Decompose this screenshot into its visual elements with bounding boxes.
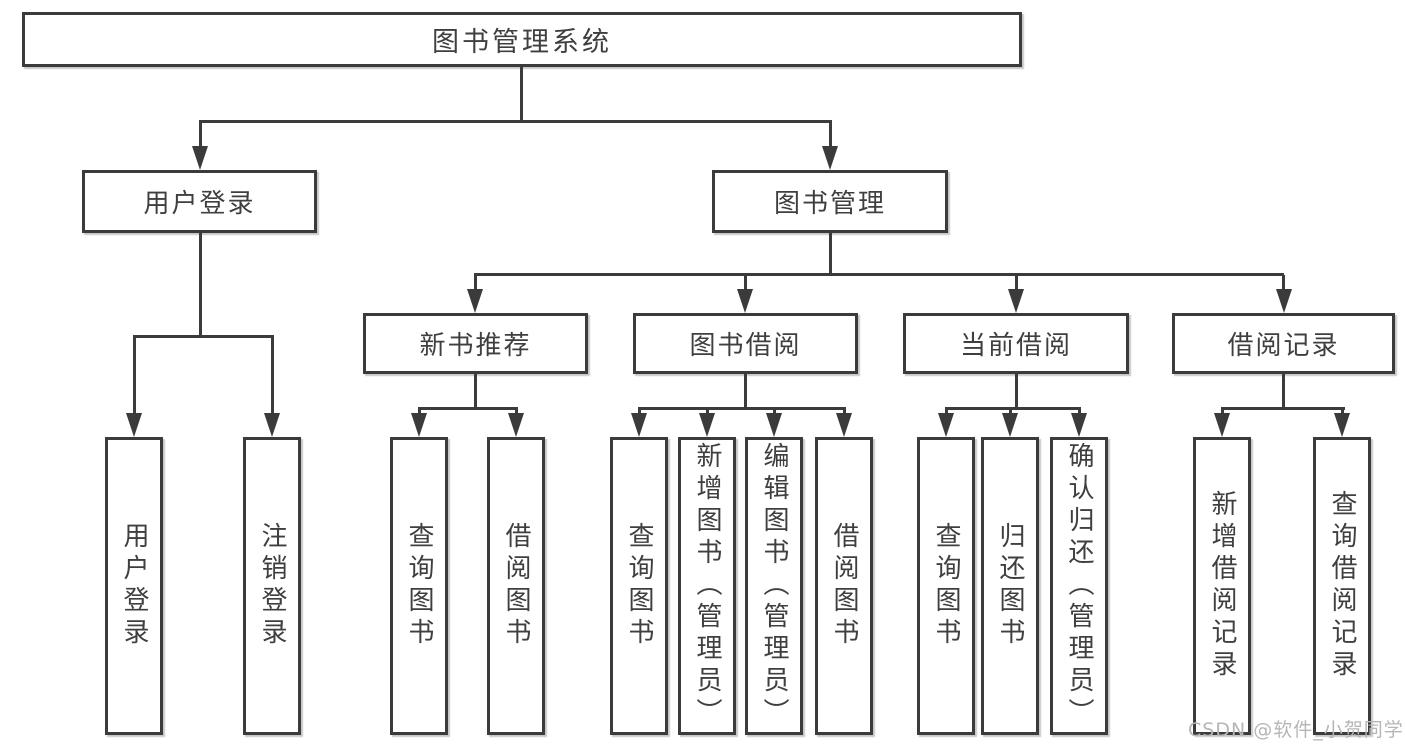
arrow-down-icon (822, 146, 838, 170)
arrow-down-icon (1008, 289, 1024, 313)
connector-line (1341, 409, 1344, 416)
leaf-borrow-books-borrowing-label: 借阅图书 (829, 522, 859, 650)
connector-line (744, 275, 747, 291)
leaf-logout-label: 注销登录 (257, 522, 287, 650)
leaf-borrow-books-borrowing: 借阅图书 (815, 437, 873, 735)
leaf-borrow-books-recommend: 借阅图书 (487, 437, 545, 735)
arrow-down-icon (1071, 413, 1087, 437)
connector-line (638, 407, 846, 410)
connector-line (520, 67, 523, 123)
connector-line (133, 337, 136, 415)
watermark: CSDN @软件_小贺同学 (1188, 719, 1404, 741)
arrow-down-icon (126, 413, 142, 437)
leaf-edit-book-admin-label: 编辑图书（管理员） (759, 442, 789, 730)
leaf-confirm-return-admin-label: 确认归还（管理员） (1064, 442, 1094, 730)
node-user-login: 用户登录 (82, 170, 317, 233)
connector-line (133, 335, 274, 338)
arrow-down-icon (836, 413, 852, 437)
leaf-add-book-admin-label: 新增图书（管理员） (692, 442, 722, 730)
arrow-down-icon (264, 413, 280, 437)
connector-line (474, 275, 477, 291)
leaf-query-borrow-record-label: 查询借阅记录 (1327, 490, 1357, 682)
connector-line (515, 409, 518, 416)
connector-line (706, 409, 709, 416)
arrow-down-icon (737, 289, 753, 313)
connector-line (1078, 409, 1081, 416)
arrow-down-icon (1214, 413, 1230, 437)
connector-line (418, 407, 518, 410)
connector-line (945, 407, 1081, 410)
connector-line (1015, 275, 1018, 291)
connector-line (271, 337, 274, 415)
arrow-down-icon (631, 413, 647, 437)
leaf-query-books-current: 查询图书 (917, 437, 975, 735)
node-book-management-label: 图书管理 (773, 189, 886, 219)
node-user-login-label: 用户登录 (143, 189, 256, 219)
node-book-borrowing: 图书借阅 (633, 313, 858, 374)
arrow-down-icon (699, 413, 715, 437)
arrow-down-icon (766, 413, 782, 437)
connector-line (1282, 374, 1285, 409)
node-current-borrowing-label: 当前借阅 (959, 331, 1072, 361)
connector-line (744, 374, 747, 409)
leaf-return-book: 归还图书 (981, 437, 1039, 735)
leaf-add-book-admin: 新增图书（管理员） (678, 437, 736, 735)
connector-line (1221, 409, 1224, 416)
node-new-book-recommend: 新书推荐 (363, 313, 588, 374)
arrow-down-icon (467, 289, 483, 313)
arrow-down-icon (508, 413, 524, 437)
connector-line (1221, 407, 1345, 410)
connector-line (1015, 374, 1018, 409)
arrow-down-icon (1334, 413, 1350, 437)
leaf-query-books-borrowing-label: 查询图书 (624, 522, 654, 650)
connector-line (1009, 409, 1012, 416)
connector-line (829, 232, 832, 276)
leaf-query-books-current-label: 查询图书 (931, 522, 961, 650)
connector-line (474, 374, 477, 409)
connector-line (829, 122, 832, 150)
node-root: 图书管理系统 (22, 12, 1022, 67)
leaf-return-book-label: 归还图书 (995, 522, 1025, 650)
leaf-query-books-borrowing: 查询图书 (610, 437, 668, 735)
node-borrow-records: 借阅记录 (1172, 313, 1395, 374)
node-new-book-recommend-label: 新书推荐 (419, 331, 532, 361)
leaf-query-books-recommend: 查询图书 (390, 437, 448, 735)
connector-line (945, 409, 948, 416)
connector-line (638, 409, 641, 416)
connector-line (843, 409, 846, 416)
arrow-down-icon (1002, 413, 1018, 437)
connector-line (773, 409, 776, 416)
leaf-confirm-return-admin: 确认归还（管理员） (1050, 437, 1108, 735)
leaf-query-borrow-record: 查询借阅记录 (1313, 437, 1371, 735)
connector-line (1282, 275, 1285, 291)
leaf-add-borrow-record: 新增借阅记录 (1193, 437, 1251, 735)
arrow-down-icon (1276, 289, 1292, 313)
leaf-user-login: 用户登录 (105, 437, 163, 735)
leaf-borrow-books-recommend-label: 借阅图书 (501, 522, 531, 650)
leaf-logout: 注销登录 (243, 437, 301, 735)
leaf-user-login-label: 用户登录 (119, 522, 149, 650)
node-book-borrowing-label: 图书借阅 (689, 331, 802, 361)
arrow-down-icon (938, 413, 954, 437)
leaf-query-books-recommend-label: 查询图书 (404, 522, 434, 650)
leaf-edit-book-admin: 编辑图书（管理员） (745, 437, 803, 735)
arrow-down-icon (411, 413, 427, 437)
node-book-management: 图书管理 (712, 170, 948, 233)
connector-line (199, 120, 832, 123)
connector-line (199, 232, 202, 338)
connector-line (199, 122, 202, 150)
node-root-label: 图书管理系统 (432, 27, 612, 58)
node-current-borrowing: 当前借阅 (903, 313, 1129, 374)
connector-line (418, 409, 421, 416)
connector-line (474, 273, 1284, 276)
leaf-add-borrow-record-label: 新增借阅记录 (1207, 490, 1237, 682)
arrow-down-icon (192, 146, 208, 170)
node-borrow-records-label: 借阅记录 (1227, 331, 1340, 361)
